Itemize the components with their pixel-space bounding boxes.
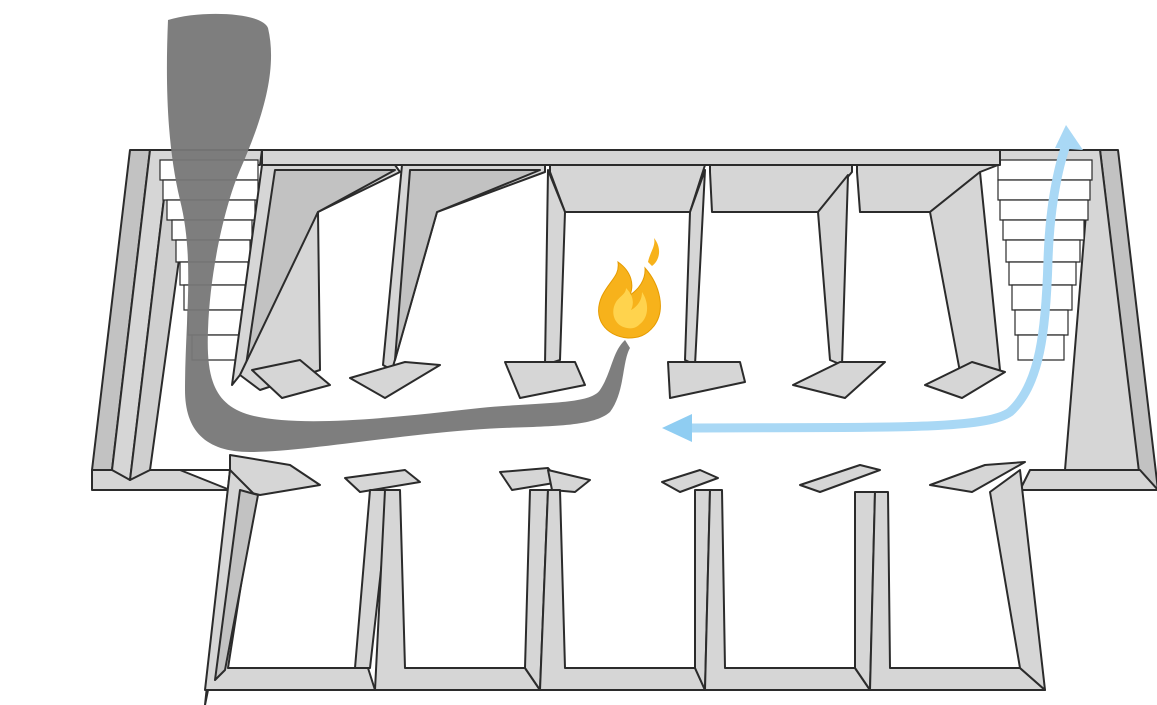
lower-room-2	[375, 468, 560, 690]
upper-room-1	[232, 165, 400, 398]
lower-room-3	[540, 470, 718, 690]
lower-room-4	[705, 465, 880, 690]
fire-icon	[599, 238, 661, 338]
lower-room-5	[870, 462, 1045, 690]
lower-rooms	[205, 455, 1045, 705]
